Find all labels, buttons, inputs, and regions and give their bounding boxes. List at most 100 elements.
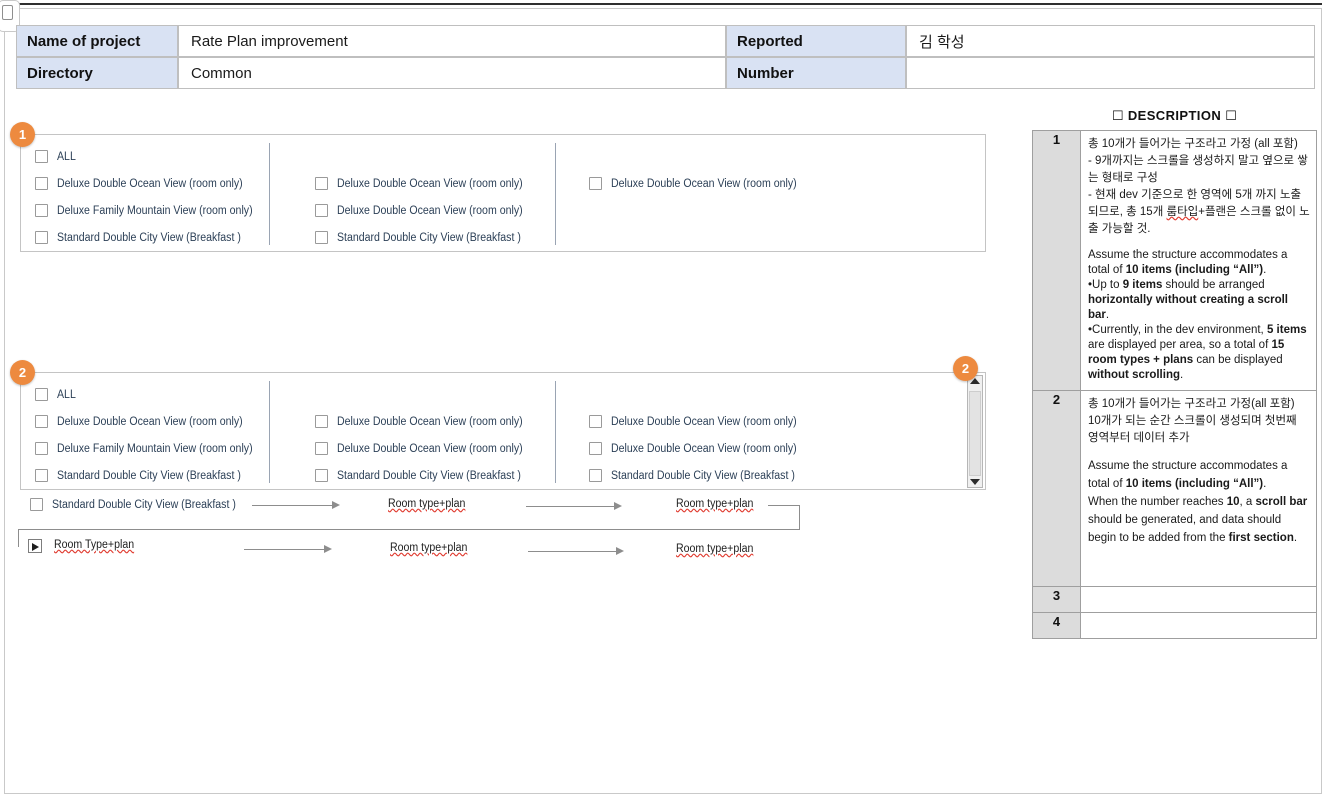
checkbox-icon[interactable]: [35, 204, 48, 217]
panel1-col2-item-2[interactable]: Deluxe Double Ocean View (room only): [315, 197, 539, 224]
checkbox-icon[interactable]: [589, 442, 602, 455]
scroll-down-arrow-icon[interactable]: [970, 479, 980, 485]
checkbox-label: Deluxe Family Mountain View (room only): [57, 204, 253, 217]
panel1-col1-item-3[interactable]: Deluxe Family Mountain View (room only): [35, 197, 270, 224]
header-label-directory: Directory: [16, 57, 178, 89]
flow-arrow-3-line: [244, 549, 326, 550]
checkbox-icon[interactable]: [589, 415, 602, 428]
checkbox-icon[interactable]: [35, 150, 48, 163]
wrap-connector-right: [799, 505, 800, 530]
checkbox-label: Deluxe Double Ocean View (room only): [57, 415, 243, 428]
checkbox-label: ALL: [57, 388, 76, 401]
panel2-divider-1: [269, 381, 270, 483]
checkbox-label: Deluxe Double Ocean View (room only): [611, 415, 797, 428]
panel1-col2-item-1[interactable]: Deluxe Double Ocean View (room only): [315, 170, 539, 197]
description-row-text[interactable]: 총 10개가 들어가는 구조라고 가정 (all 포함)- 9개까지는 스크롤을…: [1080, 130, 1317, 391]
roomtype-panel-2: ALL Deluxe Double Ocean View (room only) D…: [20, 372, 986, 490]
header-value-number[interactable]: [906, 57, 1315, 89]
description-row: 4: [1032, 612, 1317, 639]
description-row: 3: [1032, 586, 1317, 613]
wrap-connector-left: [18, 529, 19, 547]
checkbox-label: Deluxe Double Ocean View (room only): [337, 415, 523, 428]
panel1-divider-2: [555, 143, 556, 245]
header-row-1: Name of project Rate Plan improvement Re…: [16, 25, 1315, 57]
flow-arrow-4-head: [616, 547, 624, 555]
flow-arrow-1-head: [332, 501, 340, 509]
panel2-col2-item-2[interactable]: Deluxe Double Ocean View (room only): [315, 435, 539, 462]
wrap-connector-bottom: [18, 529, 800, 530]
flow-diagram: Standard Double City View (Breakfast ) R…: [16, 485, 1006, 575]
panel2-col2-item-3[interactable]: Standard Double City View (Breakfast ): [315, 462, 539, 489]
checkbox-label: Deluxe Double Ocean View (room only): [611, 442, 797, 455]
checkbox-icon[interactable]: [35, 442, 48, 455]
flow-row1-first-label: Standard Double City View (Breakfast ): [52, 498, 236, 511]
checkbox-icon[interactable]: [315, 204, 328, 217]
checkbox-icon[interactable]: [315, 231, 328, 244]
panel2-col1-item-4[interactable]: Standard Double City View (Breakfast ): [35, 462, 270, 489]
flow-arrow-4-line: [528, 551, 618, 552]
checkbox-icon[interactable]: [35, 231, 48, 244]
panel2-col3-item-1[interactable]: Deluxe Double Ocean View (room only): [589, 408, 813, 435]
checkbox-icon[interactable]: [589, 177, 602, 190]
scroll-up-arrow-icon[interactable]: [970, 378, 980, 384]
panel1-col3-item-1[interactable]: Deluxe Double Ocean View (room only): [589, 170, 813, 197]
checkbox-icon[interactable]: [35, 177, 48, 190]
header-value-project-name[interactable]: Rate Plan improvement: [178, 25, 726, 57]
checkbox-icon[interactable]: [315, 177, 328, 190]
panel2-column-1: ALL Deluxe Double Ocean View (room only) D…: [35, 381, 270, 489]
description-row-text[interactable]: 총 10개가 들어가는 구조라고 가정(all 포함)10개가 되는 순간 스크…: [1080, 390, 1317, 587]
panel1-col1-item-4[interactable]: Standard Double City View (Breakfast ): [35, 224, 270, 251]
description-row-number: 1: [1032, 130, 1081, 391]
description-text-english: Assume the structure accommodates a tota…: [1088, 460, 1308, 544]
checkbox-icon[interactable]: [315, 442, 328, 455]
panel2-col3-item-2[interactable]: Deluxe Double Ocean View (room only): [589, 435, 813, 462]
description-row-text[interactable]: [1080, 586, 1317, 613]
checkbox-icon[interactable]: [35, 469, 48, 482]
checkbox-label: Standard Double City View (Breakfast ): [57, 231, 241, 244]
header-label-reported: Reported: [726, 25, 906, 57]
checkbox-icon[interactable]: [35, 388, 48, 401]
scrollbar-thumb[interactable]: [969, 391, 981, 476]
panel2-vertical-scrollbar[interactable]: [967, 375, 983, 488]
panel2-col1-item-1[interactable]: ALL: [35, 381, 270, 408]
checkbox-label: Deluxe Double Ocean View (room only): [337, 204, 523, 217]
header-label-number: Number: [726, 57, 906, 89]
panel2-col2-item-1[interactable]: Deluxe Double Ocean View (room only): [315, 408, 539, 435]
panel1-col2-item-3[interactable]: Standard Double City View (Breakfast ): [315, 224, 539, 251]
panel2-col1-item-3[interactable]: Deluxe Family Mountain View (room only): [35, 435, 270, 462]
flow-row2-mid-label: Room type+plan: [390, 542, 468, 554]
panel2-col1-item-2[interactable]: Deluxe Double Ocean View (room only): [35, 408, 270, 435]
checkbox-icon[interactable]: [315, 469, 328, 482]
callout-badge-2-left: 2: [10, 360, 35, 385]
checkbox-label: Standard Double City View (Breakfast ): [337, 231, 521, 244]
panel1-divider-1: [269, 143, 270, 245]
panel1-col1-item-1[interactable]: ALL: [35, 143, 270, 170]
description-row-text[interactable]: [1080, 612, 1317, 639]
text-spacer: [1088, 238, 1310, 248]
checkbox-label: Standard Double City View (Breakfast ): [57, 469, 241, 482]
description-text-korean: 총 10개가 들어가는 구조라고 가정 (all 포함)- 9개까지는 스크롤을…: [1088, 138, 1310, 235]
description-text-english: Assume the structure accommodates a tota…: [1088, 249, 1307, 381]
flow-arrow-2-line: [526, 506, 616, 507]
page-icon: [2, 5, 13, 20]
wrap-connector-top: [768, 505, 800, 506]
corner-tab-handle[interactable]: [0, 0, 20, 32]
panel2-col3-item-3[interactable]: Standard Double City View (Breakfast ): [589, 462, 813, 489]
panel1-col1-item-2[interactable]: Deluxe Double Ocean View (room only): [35, 170, 270, 197]
checkbox-icon[interactable]: [589, 469, 602, 482]
header-value-reported[interactable]: 김 학성: [906, 25, 1315, 57]
checkbox-label: Deluxe Family Mountain View (room only): [57, 442, 253, 455]
page-top-rule-thick: [4, 3, 1322, 5]
checkbox-icon[interactable]: [315, 415, 328, 428]
header-value-directory[interactable]: Common: [178, 57, 726, 89]
description-text-korean: 총 10개가 들어가는 구조라고 가정(all 포함)10개가 되는 순간 스크…: [1088, 398, 1297, 444]
flow-arrow-1-line: [252, 505, 334, 506]
checkbox-icon[interactable]: [30, 498, 43, 511]
panel2-divider-2: [555, 381, 556, 483]
checkbox-icon[interactable]: [35, 415, 48, 428]
flow-checkbox-item[interactable]: Standard Double City View (Breakfast ): [30, 491, 252, 518]
